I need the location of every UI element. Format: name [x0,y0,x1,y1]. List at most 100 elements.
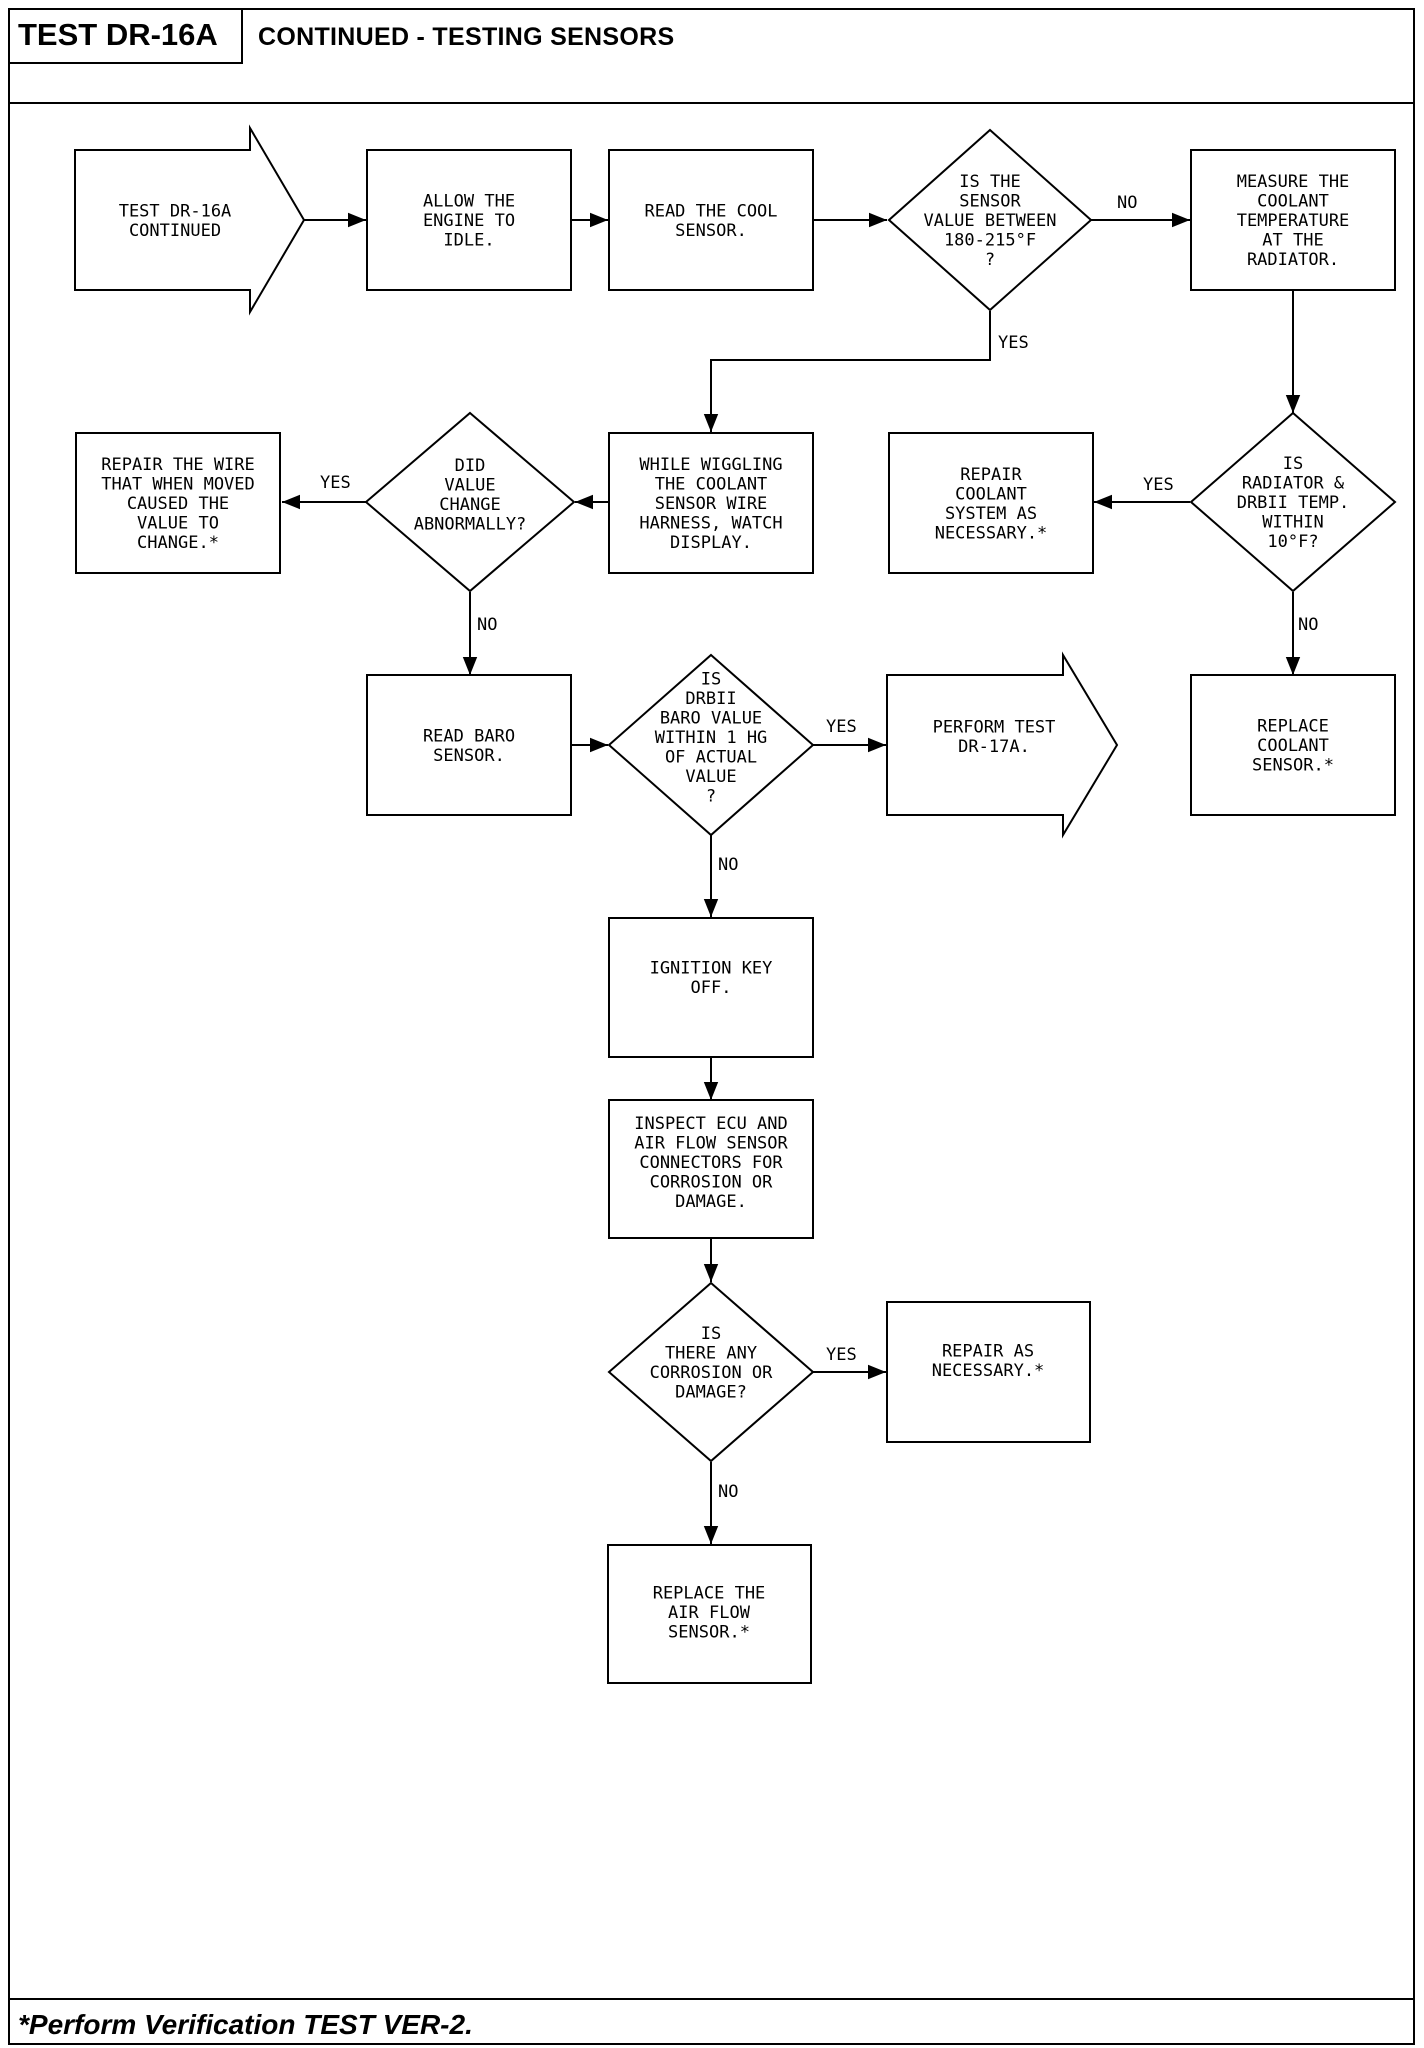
node-text-line: SENSOR.* [668,1623,750,1643]
step-read-cool-sensor-box [608,149,814,291]
step-repair-coolant-box [888,432,1094,574]
decision-value-change-diamond [364,411,576,593]
node-text-line: THERE ANY [665,1343,757,1363]
header-divider [8,102,1415,104]
node-text-line: CORROSION OR [650,1173,774,1193]
step-replace-coolant-box [1190,674,1396,816]
node-text-line: IS [701,1324,721,1344]
perform-test-arrow-shape [886,651,1119,839]
step-allow-idle-box [366,149,572,291]
decision-baro-value-diamond [607,653,815,837]
node-text-line: DRBII TEMP. [1237,493,1350,513]
edge-label-yes: YES [1143,475,1174,495]
node-text-line: SENSOR WIRE [655,494,768,514]
step-inspect-connectors-box [608,1099,814,1239]
node-text-line: SYSTEM AS [945,504,1037,524]
edge-label-yes: YES [826,1345,857,1365]
node-text-line: VALUE [444,475,495,495]
step-measure-coolant-box [1190,149,1396,291]
node-text-line: REPAIR [960,465,1022,485]
page-frame [8,8,1415,2045]
step-wiggle-harness-box [608,432,814,574]
step-ignition-off-box [608,917,814,1058]
node-text-line: COOLANT [955,484,1027,504]
node-text-line: COOLANT [1257,192,1329,212]
node-text-line: ? [706,787,716,807]
node-text-line: NECESSARY.* [935,523,1048,543]
node-text-line: PERFORM TEST [933,717,1056,737]
node-text-line: ABNORMALLY? [414,514,527,534]
node-text-line: READ BARO [423,726,515,746]
node-text-line: SENSOR. [433,746,505,766]
node-text-line: WHILE WIGGLING [639,455,782,475]
edge-label-no: NO [1117,193,1137,213]
edge-qsensor-wiggle [703,311,991,432]
node-text-line: THAT WHEN MOVED [101,475,255,495]
node-text-line: COOLANT [1257,736,1329,756]
node-text-line: SENSOR.* [1252,756,1334,776]
node-text-line: ENGINE TO [423,211,515,231]
node-text-line: VALUE BETWEEN [923,211,1056,231]
node-text-line: IDLE. [443,231,494,251]
node-text-line: RADIATOR. [1247,250,1339,270]
step-repair-wire-box [75,432,281,574]
edge-label-yes: YES [320,473,351,493]
node-text-line: CONNECTORS FOR [639,1153,783,1173]
node-text-line: ALLOW THE [423,192,515,212]
node-text-line: IS THE [959,172,1020,192]
connectors [282,212,1301,1544]
node-text-line: VALUE TO [137,514,219,534]
step-repair-as-necessary-box [886,1301,1091,1443]
start-arrow-shape [74,124,306,316]
edge-label-no: NO [477,615,497,635]
decision-sensor-value-diamond [887,128,1093,312]
node-text-line: AT THE [1262,231,1323,251]
node-text-line: DRBII [685,689,736,709]
edge-label-no: NO [718,855,738,875]
node-text-line: BARO VALUE [660,709,762,729]
node-text-line: AIR FLOW [668,1603,751,1623]
node-text-line: CAUSED THE [127,494,229,514]
node-text-line: REPAIR AS [942,1341,1034,1361]
node-text-line: DID [455,456,486,476]
node-text-line: THE COOLANT [655,475,768,495]
step-read-baro-box [366,674,572,816]
node-text-line: NECESSARY.* [932,1361,1045,1381]
node-text-line: 10°F? [1267,532,1318,552]
node-text-line: IS [701,670,721,690]
node-text-line: OF ACTUAL [665,748,757,768]
node-text-line: DAMAGE? [675,1382,747,1402]
page-title: CONTINUED - TESTING SENSORS [258,23,675,51]
node-text-line: CONTINUED [129,221,221,241]
node-text-line: INSPECT ECU AND [634,1114,788,1134]
edge-label-no: NO [718,1482,738,1502]
node-text-line: REPAIR THE WIRE [101,455,255,475]
edge-labels: NO YES YES NO YES NO YES NO YES NO [320,193,1318,1502]
decision-corrosion-diamond [607,1281,815,1463]
node-text-line: IS [1283,454,1303,474]
node-text-line: DAMAGE. [675,1192,747,1212]
